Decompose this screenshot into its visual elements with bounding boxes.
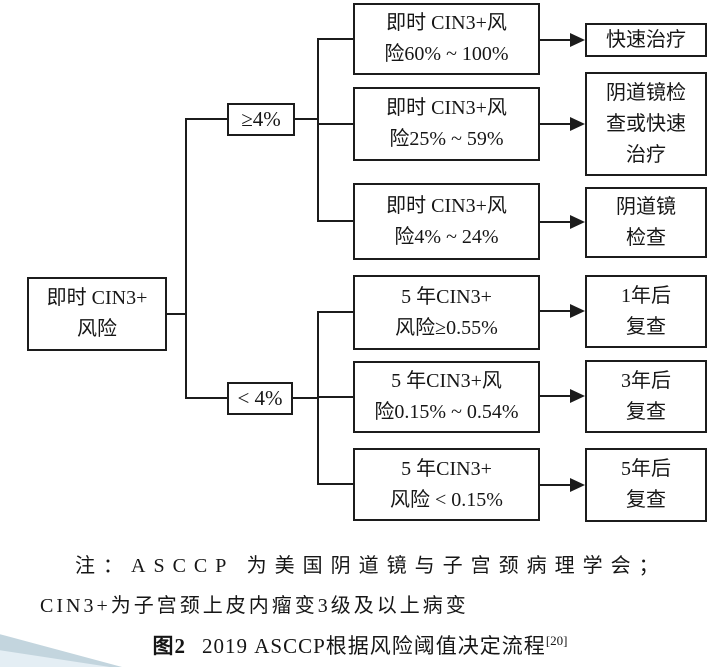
condition-5-line-2: 险0.15% ~ 0.54% <box>374 401 519 423</box>
arrow-shaft-2 <box>540 123 572 125</box>
threshold-low-box: < 4% <box>227 382 293 415</box>
condition-5-line-1: 5 年CIN3+风 <box>391 370 502 392</box>
arrow-head-5-icon <box>570 389 585 403</box>
condition-box-1: 即时 CIN3+风 险60% ~ 100% <box>353 3 540 75</box>
action-4-line-1: 1年后 <box>621 284 671 307</box>
arrow-shaft-3 <box>540 221 572 223</box>
action-box-5: 3年后 复查 <box>585 360 707 433</box>
condition-box-3: 即时 CIN3+风 险4% ~ 24% <box>353 183 540 260</box>
connector-to-threshold-low-line <box>185 397 227 399</box>
action-box-1: 快速治疗 <box>585 23 707 57</box>
arrow-shaft-5 <box>540 395 572 397</box>
connector-low-out-line <box>293 397 319 399</box>
root-box: 即时 CIN3+ 风险 <box>27 277 167 351</box>
action-box-4: 1年后 复查 <box>585 275 707 348</box>
condition-box-6: 5 年CIN3+ 风险 < 0.15% <box>353 448 540 521</box>
threshold-high-label: ≥4% <box>241 107 281 131</box>
condition-3-line-1: 即时 CIN3+风 <box>386 194 507 217</box>
figure-caption: 图2 2019 ASCCP根据风险阈值决定流程[20] <box>0 630 720 660</box>
action-2-line-2: 查或快速 <box>606 112 686 135</box>
arrow-head-2-icon <box>570 117 585 131</box>
threshold-high-box: ≥4% <box>227 103 295 136</box>
connector-to-condition-6-line <box>317 483 353 485</box>
arrow-head-1-icon <box>570 33 585 47</box>
condition-3-line-2: 险4% ~ 24% <box>394 225 499 248</box>
arrow-head-6-icon <box>570 478 585 492</box>
arrow-shaft-1 <box>540 39 572 41</box>
condition-box-5: 5 年CIN3+风 险0.15% ~ 0.54% <box>353 361 540 433</box>
connector-high-vertical-line <box>317 38 319 222</box>
condition-box-4: 5 年CIN3+ 风险≥0.55% <box>353 275 540 350</box>
connector-to-condition-4-line <box>317 311 353 313</box>
arrow-shaft-6 <box>540 484 572 486</box>
action-box-6: 5年后 复查 <box>585 448 707 522</box>
caption-title: 2019 ASCCP根据风险阈值决定流程 <box>202 634 546 658</box>
connector-high-out-line <box>295 118 319 120</box>
caption-reference: [20] <box>545 633 568 648</box>
condition-6-line-2: 风险 < 0.15% <box>390 488 503 511</box>
condition-4-line-1: 5 年CIN3+ <box>401 285 492 308</box>
root-line-1: 即时 CIN3+ <box>46 287 148 309</box>
action-4-line-2: 复查 <box>626 315 666 338</box>
arrow-head-3-icon <box>570 215 585 229</box>
connector-to-condition-5-line <box>317 396 353 398</box>
connector-to-condition-3-line <box>317 220 353 222</box>
connector-junction-vertical-line <box>185 118 187 399</box>
corner-decoration <box>0 627 122 667</box>
action-box-2: 阴道镜检 查或快速 治疗 <box>585 72 707 176</box>
action-2-line-3: 治疗 <box>626 143 666 166</box>
root-line-2: 风险 <box>77 318 117 340</box>
condition-4-line-2: 风险≥0.55% <box>395 316 498 339</box>
action-box-3: 阴道镜 检查 <box>585 187 707 258</box>
condition-1-line-1: 即时 CIN3+风 <box>386 12 507 34</box>
arrow-shaft-4 <box>540 310 572 312</box>
action-3-line-2: 检查 <box>626 226 666 249</box>
connector-to-condition-2-line <box>317 123 353 125</box>
action-1-line-1: 快速治疗 <box>606 28 686 51</box>
condition-2-line-2: 险25% ~ 59% <box>389 128 504 150</box>
arrow-head-4-icon <box>570 304 585 318</box>
action-5-line-2: 复查 <box>626 400 666 423</box>
action-6-line-2: 复查 <box>626 489 666 511</box>
note-line-1: 注：ASCCP 为美国阴道镜与子宫颈病理学会； <box>75 555 667 577</box>
condition-box-2: 即时 CIN3+风 险25% ~ 59% <box>353 87 540 161</box>
note-line-2: CIN3+为子宫颈上皮内瘤变3级及以上病变 <box>40 595 469 617</box>
connector-root-out-line <box>167 313 187 315</box>
caption-label: 图2 <box>152 634 187 658</box>
action-6-line-1: 5年后 <box>621 458 671 480</box>
connector-low-vertical-line <box>317 311 319 485</box>
threshold-low-label: < 4% <box>237 386 283 410</box>
connector-to-threshold-high-line <box>185 118 227 120</box>
action-3-line-1: 阴道镜 <box>616 195 676 218</box>
condition-1-line-2: 险60% ~ 100% <box>384 43 509 65</box>
action-5-line-1: 3年后 <box>621 369 671 392</box>
condition-2-line-1: 即时 CIN3+风 <box>386 97 507 119</box>
condition-6-line-1: 5 年CIN3+ <box>401 457 492 480</box>
connector-to-condition-1-line <box>317 38 353 40</box>
action-2-line-1: 阴道镜检 <box>606 81 686 104</box>
